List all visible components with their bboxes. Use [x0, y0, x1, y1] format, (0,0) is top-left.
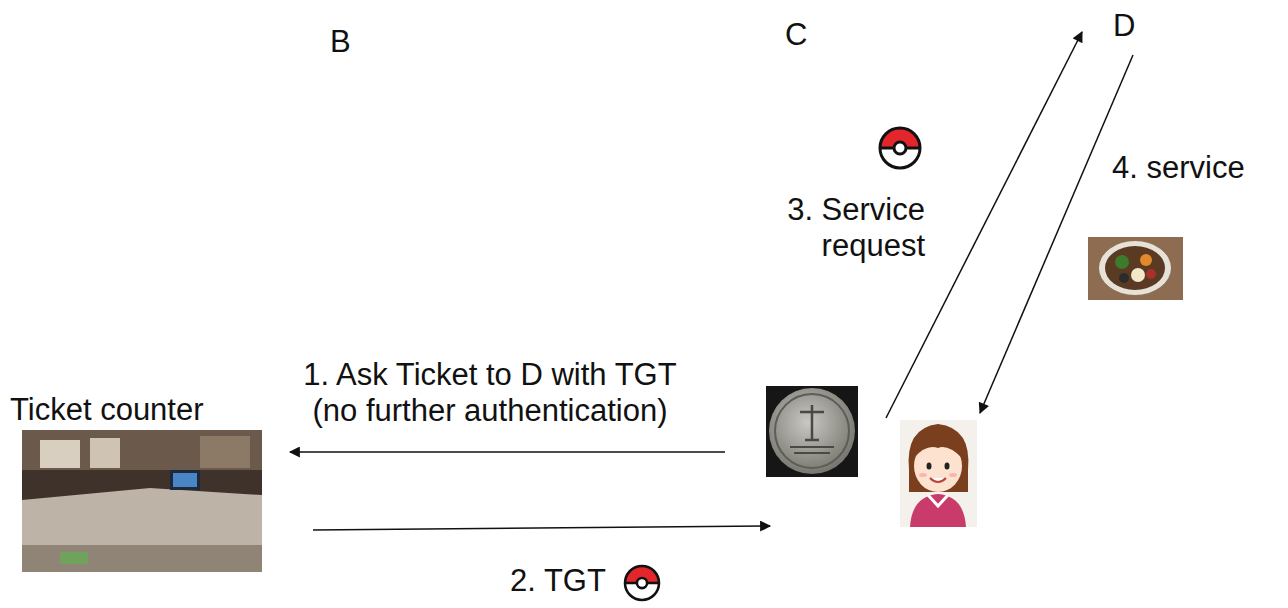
party-letter: C: [785, 17, 807, 53]
party-letter: B: [330, 24, 351, 60]
step-label: 2. TGT: [510, 563, 606, 599]
coin-icon: [766, 386, 858, 477]
ticket-icon: [625, 566, 659, 600]
ticket-icon: [880, 128, 920, 168]
request-arrow: [290, 451, 725, 453]
service-arrow: [980, 55, 1133, 413]
tgt-arrow: [313, 526, 770, 530]
ticket-counter: Ticket counter: [10, 392, 208, 428]
step-label: 3. Service request: [745, 192, 925, 264]
party-letter: D: [1113, 8, 1135, 44]
node-heading: Ticket counter: [10, 392, 208, 428]
ticket-counter-photo: [22, 430, 262, 572]
food-photo: [1088, 237, 1183, 300]
user-figure: [900, 420, 977, 527]
step-label: 1. Ask Ticket to D with TGT (no further …: [290, 357, 690, 429]
step-label: 4. service: [1112, 150, 1245, 186]
